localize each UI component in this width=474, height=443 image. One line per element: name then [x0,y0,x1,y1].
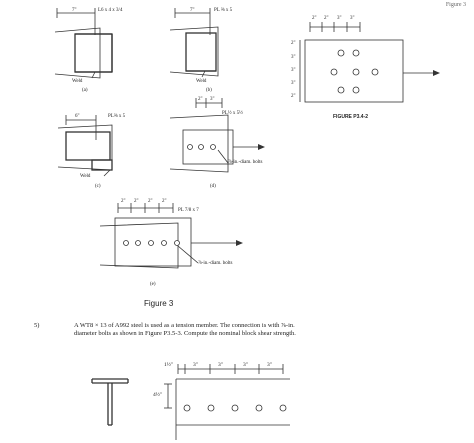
figure-c-drawing [57,115,113,177]
figure-b-dimension: 7" [190,8,195,13]
figure-b-member-label: PL ⅜ x 5 [214,8,233,13]
problem-number: 5) [34,322,40,329]
p342-dim-top-2: 2" [324,16,329,21]
figure-d-dim-2: 3" [210,97,215,102]
figure-e-dim-4: 2" [162,199,167,204]
figure-a-dimension: 7" [72,8,77,13]
bottom-dim-5: 3" [267,362,272,368]
top-corner-text: Figure 3 [445,2,466,8]
figure-a-weld-label: Weld [72,79,83,84]
p342-dim-top-1: 2" [312,16,317,21]
bottom-dim-1: 1½" [164,362,174,368]
figure-b-weld-label: Weld [196,79,207,84]
figure-c-weld-label: Weld [80,174,91,179]
figure-e-drawing [99,203,243,269]
bottom-dim-3: 3" [218,362,223,368]
figure-a-member-label: L6 x 4 x 3/4 [98,8,123,13]
bottom-figure-drawing [91,364,290,440]
figure-b-drawing [169,8,219,78]
problem-line-1: A WT8 × 13 of A992 steel is used as a te… [74,322,295,329]
bottom-dim-left: 4½" [153,392,163,398]
figure-d-dim-1: 2" [198,97,203,102]
p342-dim-left-3: 3" [291,68,296,73]
figure-e-member-label: PL 7/8 x 7 [178,208,199,213]
p342-dim-left-4: 3" [291,81,296,86]
figure-c-dimension: 6" [75,114,80,119]
figure-3-label: Figure 3 [144,299,174,308]
figure-d-member-label: PL½ x 5½ [222,111,243,116]
figure-d-drawing [169,98,265,173]
bottom-dim-2: 3" [193,362,198,368]
figure-c-caption: (c) [95,184,101,189]
p342-dim-top-4: 3" [350,16,355,21]
figure-p342-caption: FIGURE P3.4-2 [333,114,369,120]
figure-e-dim-3: 2" [148,199,153,204]
figure-a-caption: (a) [82,88,88,93]
figure-e-bolts-label: ⅞-in.-diam. bolts [198,261,233,266]
figure-c-member-label: PL⅜ x 5 [108,114,126,119]
figure-d-bolts-label: ⅞-in.-diam. bolts [228,160,263,165]
p342-dim-left-1: 2" [291,41,296,46]
bottom-dim-4: 3" [243,362,248,368]
figure-b-caption: (b) [206,88,212,93]
figure-d-caption: (d) [210,184,216,189]
figure-e-caption: (e) [150,282,156,287]
figure-p342-drawing [299,22,440,103]
p342-dim-left-5: 2" [291,94,296,99]
figure-e-dim-1: 2" [121,199,126,204]
problem-line-2: diameter bolts as shown in Figure P3.5-3… [74,330,296,337]
figure-a-drawing [54,8,113,79]
problem-statement: A WT8 × 13 of A992 steel is used as a te… [74,322,454,338]
figure-e-dim-2: 2" [134,199,139,204]
p342-dim-left-2: 3" [291,55,296,60]
p342-dim-top-3: 3" [337,16,342,21]
